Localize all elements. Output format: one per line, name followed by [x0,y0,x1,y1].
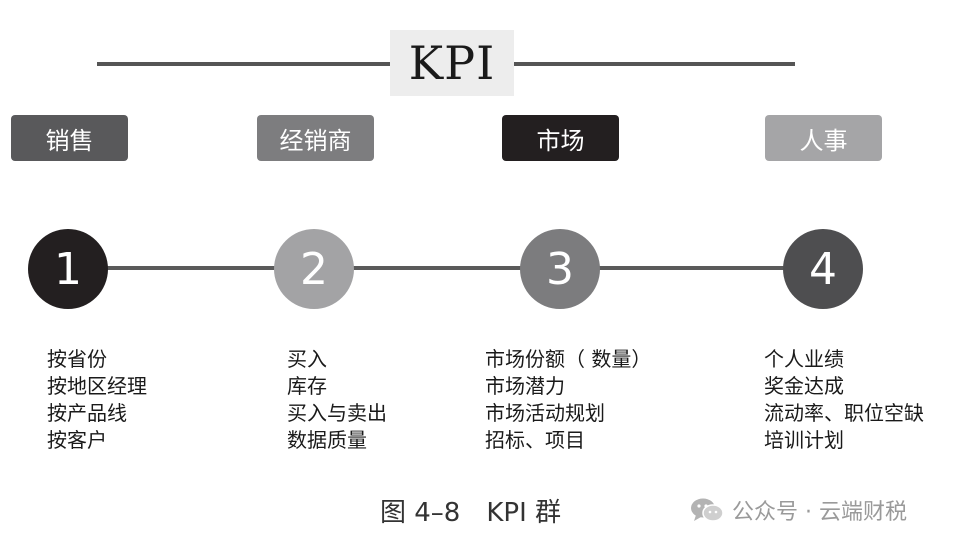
list-item: 市场活动规划 [485,401,605,425]
list-item: 买入 [287,347,327,371]
header-rule-left [97,62,392,66]
kpi-list-sales: 按省份 按地区经理 按产品线 按客户 [47,346,147,454]
header-rule-right [512,62,795,66]
category-tag-market: 市场 [502,115,619,161]
kpi-list-hr: 个人业绩 奖金达成 流动率、职位空缺 培训计划 [764,346,924,454]
kpi-title: KPI [390,30,514,96]
category-tag-hr: 人事 [765,115,882,161]
list-item: 库存 [287,374,327,398]
list-item: 数据质量 [287,428,367,452]
list-item: 个人业绩 [764,347,844,371]
watermark: 公众号 · 云端财税 [690,494,907,526]
step-circle-4: 4 [783,229,863,309]
list-item: 招标、项目 [485,428,585,452]
list-item: 市场潜力 [485,374,565,398]
list-item: 按客户 [47,428,107,452]
list-item: 按产品线 [47,401,127,425]
list-item: 按地区经理 [47,374,147,398]
category-tag-sales: 销售 [11,115,128,161]
list-item: 市场份额（ 数量） [485,347,652,371]
list-item: 买入与卖出 [287,401,387,425]
list-item: 培训计划 [764,428,844,452]
kpi-list-market: 市场份额（ 数量） 市场潜力 市场活动规划 招标、项目 [485,346,651,454]
kpi-list-distributor: 买入 库存 买入与卖出 数据质量 [287,346,387,454]
list-item: 奖金达成 [764,374,844,398]
list-item: 按省份 [47,347,107,371]
figure-caption: 图 4–8 KPI 群 [380,498,562,528]
timeline-connector [68,266,824,270]
wechat-icon [690,497,724,523]
step-circle-1: 1 [28,229,108,309]
list-item: 流动率、职位空缺 [764,401,924,425]
watermark-text: 公众号 · 云端财税 [732,500,907,525]
step-circle-3: 3 [520,229,600,309]
category-tag-distributor: 经销商 [257,115,374,161]
step-circle-2: 2 [274,229,354,309]
